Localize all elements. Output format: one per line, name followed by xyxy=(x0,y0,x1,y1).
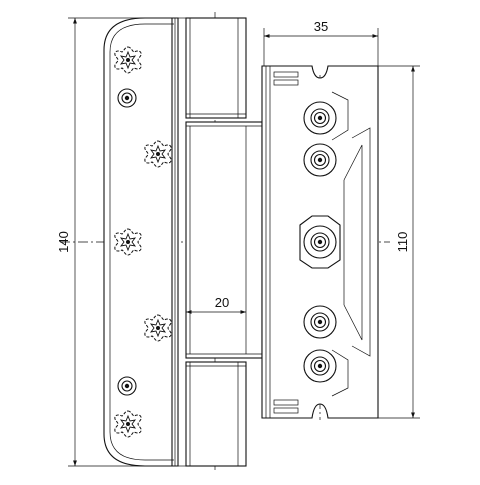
dimension-20-label: 20 xyxy=(215,295,229,310)
dimension-35-label: 35 xyxy=(314,19,328,34)
dimension-total-height: 140 xyxy=(56,17,145,467)
dimension-110-label: 110 xyxy=(395,232,410,253)
round-screw-icon xyxy=(303,349,337,383)
round-screw-icon xyxy=(117,376,137,396)
hinge-knuckle xyxy=(178,17,263,467)
dimension-140-label: 140 xyxy=(56,231,71,253)
round-screw-icon xyxy=(303,225,337,259)
door-leaf-plate xyxy=(103,17,179,467)
dimension-mount-height: 110 xyxy=(328,65,420,419)
round-screw-icon xyxy=(303,143,337,177)
round-screw-icon xyxy=(117,88,137,108)
dimension-knuckle-width: 20 xyxy=(186,295,246,314)
round-screw-icon xyxy=(303,305,337,339)
round-screw-icon xyxy=(303,101,337,135)
dimension-top-width: 35 xyxy=(263,19,379,66)
